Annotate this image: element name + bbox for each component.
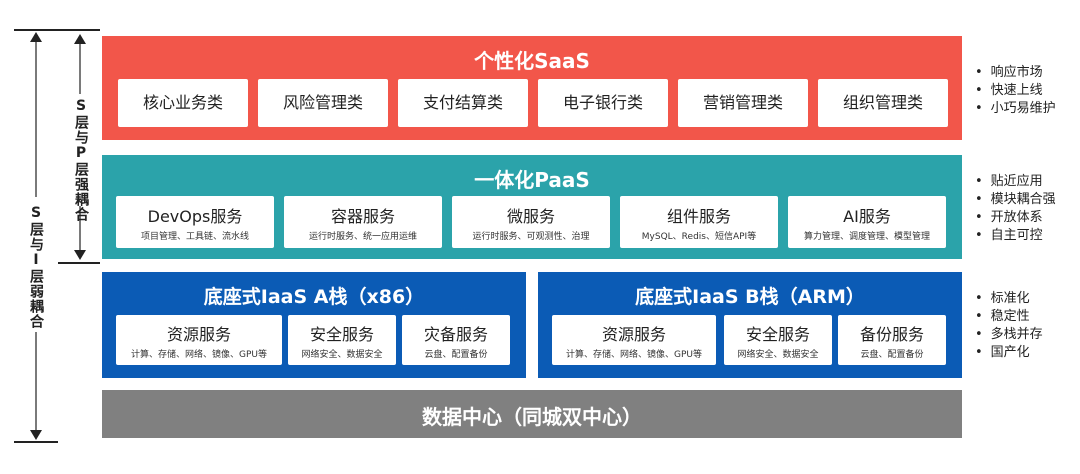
paas-title: 一体化PaaS	[474, 168, 590, 192]
bullet-item: 国产化	[975, 344, 1043, 362]
bullet-item: 响应市场	[975, 64, 1056, 82]
datacenter-title: 数据中心（同城双中心）	[422, 405, 642, 429]
saas-title: 个性化SaaS	[474, 49, 590, 73]
iaas-a-item: 灾备服务 云盘、配置备份	[402, 315, 510, 365]
saas-item: 组织管理类	[818, 79, 948, 127]
bullet-item: 标准化	[975, 290, 1043, 308]
saas-layer: 个性化SaaS 核心业务类 风险管理类 支付结算类 电子银行类 营销管理类 组织…	[102, 36, 962, 140]
datacenter-layer: 数据中心（同城双中心）	[102, 390, 962, 438]
bullet-item: 小巧易维护	[975, 100, 1056, 118]
saas-item: 电子银行类	[538, 79, 668, 127]
si-arrow-icon	[30, 32, 42, 440]
sp-coupling-label: S层与P层强耦合	[73, 98, 89, 222]
bottom-divider	[14, 441, 58, 443]
paas-item: 微服务 运行时服务、可观测性、治理	[452, 196, 610, 248]
middle-divider	[58, 262, 100, 264]
iaas-b-title: 底座式IaaS B栈（ARM）	[635, 286, 865, 308]
paas-bullets: 贴近应用 模块耦合强 开放体系 自主可控	[975, 173, 1056, 245]
bullet-item: 开放体系	[975, 209, 1056, 227]
saas-item: 风险管理类	[258, 79, 388, 127]
iaas-a-item: 安全服务 网络安全、数据安全	[288, 315, 396, 365]
iaas-b-item: 备份服务 云盘、配置备份	[838, 315, 946, 365]
saas-item: 核心业务类	[118, 79, 248, 127]
sp-arrow-icon	[74, 34, 86, 260]
bullet-item: 快速上线	[975, 82, 1056, 100]
iaas-bullets: 标准化 稳定性 多栈并存 国产化	[975, 290, 1043, 362]
iaas-b-item: 资源服务 计算、存储、网络、镜像、GPU等	[552, 315, 716, 365]
bullet-item: 多栈并存	[975, 326, 1043, 344]
paas-item: 组件服务 MySQL、Redis、短信API等	[620, 196, 778, 248]
paas-item: AI服务 算力管理、调度管理、模型管理	[788, 196, 946, 248]
saas-item: 营销管理类	[678, 79, 808, 127]
iaas-a-item: 资源服务 计算、存储、网络、镜像、GPU等	[116, 315, 282, 365]
si-coupling-label: S层与I层弱耦合	[28, 205, 44, 329]
bullet-item: 稳定性	[975, 308, 1043, 326]
saas-bullets: 响应市场 快速上线 小巧易维护	[975, 64, 1056, 118]
bullet-item: 模块耦合强	[975, 191, 1056, 209]
paas-layer: 一体化PaaS DevOps服务 项目管理、工具链、流水线 容器服务 运行时服务…	[102, 155, 962, 259]
iaas-b-layer: 底座式IaaS B栈（ARM） 资源服务 计算、存储、网络、镜像、GPU等 安全…	[538, 272, 962, 378]
top-divider	[14, 29, 100, 31]
iaas-a-title: 底座式IaaS A栈（x86）	[203, 286, 425, 308]
iaas-b-item: 安全服务 网络安全、数据安全	[724, 315, 832, 365]
bullet-item: 贴近应用	[975, 173, 1056, 191]
bullet-item: 自主可控	[975, 227, 1056, 245]
iaas-a-layer: 底座式IaaS A栈（x86） 资源服务 计算、存储、网络、镜像、GPU等 安全…	[102, 272, 526, 378]
saas-item: 支付结算类	[398, 79, 528, 127]
paas-item: DevOps服务 项目管理、工具链、流水线	[116, 196, 274, 248]
paas-item: 容器服务 运行时服务、统一应用运维	[284, 196, 442, 248]
